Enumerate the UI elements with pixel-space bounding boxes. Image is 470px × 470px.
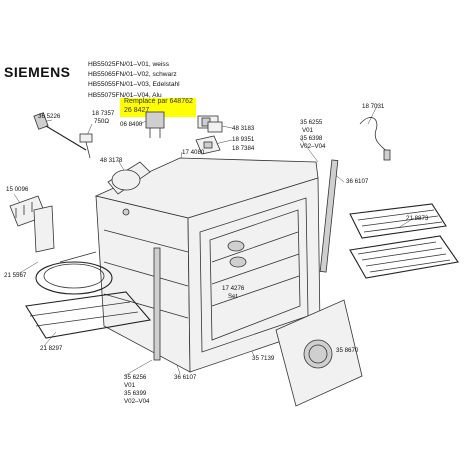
part-label: V02–V04 xyxy=(124,398,150,405)
part-label: 18 7031 xyxy=(362,103,385,110)
part-label: 750Ω xyxy=(94,118,109,125)
part-label: 17 4080 xyxy=(182,149,205,156)
part-label: 17 4276 xyxy=(222,285,245,292)
replacement-line-2: 26 8427 xyxy=(124,107,150,114)
model-line: HB55065FN/01–V02, schwarz xyxy=(88,71,177,79)
part-label: 35 7139 xyxy=(252,355,275,362)
part-label: 21 5567 xyxy=(4,272,27,279)
model-list: HB55025FN/01–V01, weiss HB55065FN/01–V02… xyxy=(88,60,180,101)
model-line: HB55025FN/01–V01, weiss xyxy=(88,61,170,68)
part-label: V01 xyxy=(124,382,136,389)
terminal-block xyxy=(9,195,55,253)
replacement-highlight xyxy=(120,98,196,117)
replacement-line-1: Remplacé par 648762 xyxy=(124,98,193,105)
model-line: HB55055FN/01–V03, Edelstahl xyxy=(88,81,180,89)
part-label: V01 xyxy=(302,127,314,134)
part-label: 18 7357 xyxy=(92,110,115,117)
grill-heating-element xyxy=(349,203,459,279)
side-rail-left xyxy=(153,247,161,361)
part-label: 36 6107 xyxy=(174,374,197,381)
cable-sensor xyxy=(359,117,391,161)
heater-connector xyxy=(195,135,221,155)
part-label: 18 7384 xyxy=(232,145,255,152)
thermostat xyxy=(145,111,165,138)
part-label: 35 8670 xyxy=(336,347,359,354)
part-label: 35 6256 xyxy=(124,374,147,381)
circular-heater xyxy=(35,251,113,295)
part-label: 36 5226 xyxy=(38,113,61,120)
part-label: 36 6107 xyxy=(346,178,369,185)
part-label: Set xyxy=(228,293,238,300)
side-rail-right xyxy=(319,159,339,273)
part-label: 48 3178 xyxy=(100,157,123,164)
control-housing xyxy=(107,161,151,195)
part-label: 35 6399 xyxy=(124,390,147,397)
part-label: 06 8490 xyxy=(120,121,143,128)
part-label: 48 3183 xyxy=(232,125,255,132)
part-label: V02–V04 xyxy=(300,143,326,150)
model-line: HB55075FN/01–V04, Alu xyxy=(88,91,162,99)
door-lock-switch xyxy=(207,121,223,133)
part-label: 35 6255 xyxy=(300,119,323,126)
meat-probe-socket xyxy=(33,112,87,151)
replacement-note: Remplacé par 648762 26 8427 xyxy=(124,97,193,115)
part-label: 18 9351 xyxy=(232,136,255,143)
fan-cover xyxy=(275,299,363,407)
part-label: 21 8297 xyxy=(40,345,63,352)
part-label: 21 8873 xyxy=(406,215,429,222)
part-label: 35 6398 xyxy=(300,135,323,142)
oven-lamp-set xyxy=(227,240,247,268)
oven-body xyxy=(94,157,321,373)
bottom-heater xyxy=(25,291,152,339)
brand-logo-text: SIEMENS xyxy=(4,64,71,80)
temperature-sensor xyxy=(79,133,93,159)
part-label: 15 0096 xyxy=(6,186,29,193)
